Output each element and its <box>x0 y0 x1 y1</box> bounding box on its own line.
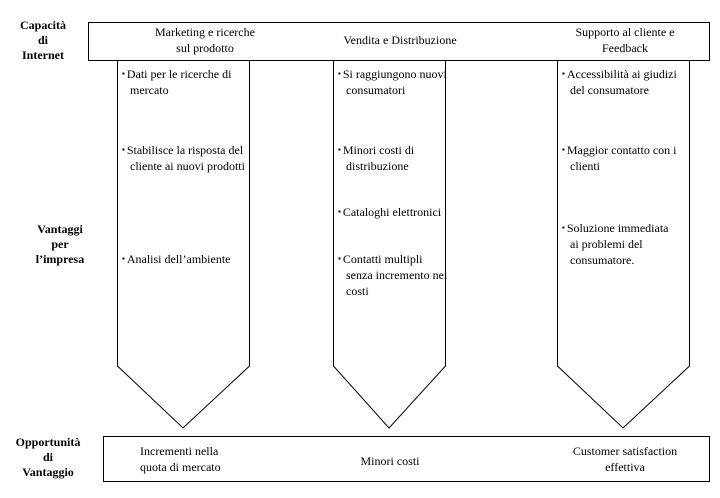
outcome-line: Minori costi <box>360 454 420 468</box>
label-line: Vantaggi <box>37 222 83 236</box>
header-sales: Vendita e Distribuzione <box>320 32 480 48</box>
benefit-item: Minori costi di distribuzione <box>338 142 446 174</box>
outcome-support: Customer satisfaction effettiva <box>550 443 700 475</box>
header-line: Feedback <box>602 41 648 55</box>
arrow-sales <box>333 60 446 429</box>
benefit-item: Contatti multipli senza incremento nei c… <box>338 251 451 299</box>
label-line: l’impresa <box>35 252 85 266</box>
opportunities-box <box>103 436 710 482</box>
outcome-sales: Minori costi <box>330 453 450 469</box>
benefit-item: Stabilisce la risposta del cliente ai nu… <box>122 142 255 174</box>
benefit-item: Soluzione immediata ai problemi del cons… <box>562 220 680 268</box>
label-line: Internet <box>22 48 64 62</box>
row-label-capabilities: Capacità di Internet <box>8 18 78 63</box>
label-line: Capacità <box>20 18 66 32</box>
header-support: Supporto al cliente e Feedback <box>545 24 705 56</box>
arrow-marketing <box>117 60 250 429</box>
label-line: Opportunità <box>15 435 81 449</box>
benefit-item: Analisi dell’ambiente <box>122 251 255 267</box>
header-line: Marketing e ricerche <box>155 25 255 39</box>
header-line: Vendita e Distribuzione <box>343 33 457 47</box>
benefit-item: Cataloghi elettronici <box>338 204 451 220</box>
outcome-marketing: Incrementi nella quota di mercato <box>140 443 280 475</box>
outcome-line: Incrementi nella <box>140 444 219 458</box>
header-marketing: Marketing e ricerche sul prodotto <box>120 24 290 56</box>
benefit-item: Maggior contatto con i clienti <box>562 142 680 174</box>
label-line: di <box>37 33 48 47</box>
row-label-benefits: Vantaggi per l’impresa <box>30 222 90 267</box>
header-line: sul prodotto <box>176 41 234 55</box>
benefit-item: Accessibilità ai giudizi del consumatore <box>562 66 680 98</box>
outcome-line: Customer satisfaction <box>572 444 678 458</box>
benefit-item: Dati per le ricerche di mercato <box>122 66 250 98</box>
label-line: di <box>42 450 53 464</box>
benefit-item: Si raggiungono nuovi consumatori <box>338 66 451 98</box>
header-line: Supporto al cliente e <box>575 25 675 39</box>
outcome-line: effettiva <box>605 460 645 474</box>
outcome-line: quota di mercato <box>140 460 221 474</box>
row-label-opportunities: Opportunità di Vantaggio <box>6 435 90 480</box>
label-line: Vantaggio <box>22 465 74 479</box>
arrow-support <box>557 60 690 429</box>
label-line: per <box>51 237 69 251</box>
